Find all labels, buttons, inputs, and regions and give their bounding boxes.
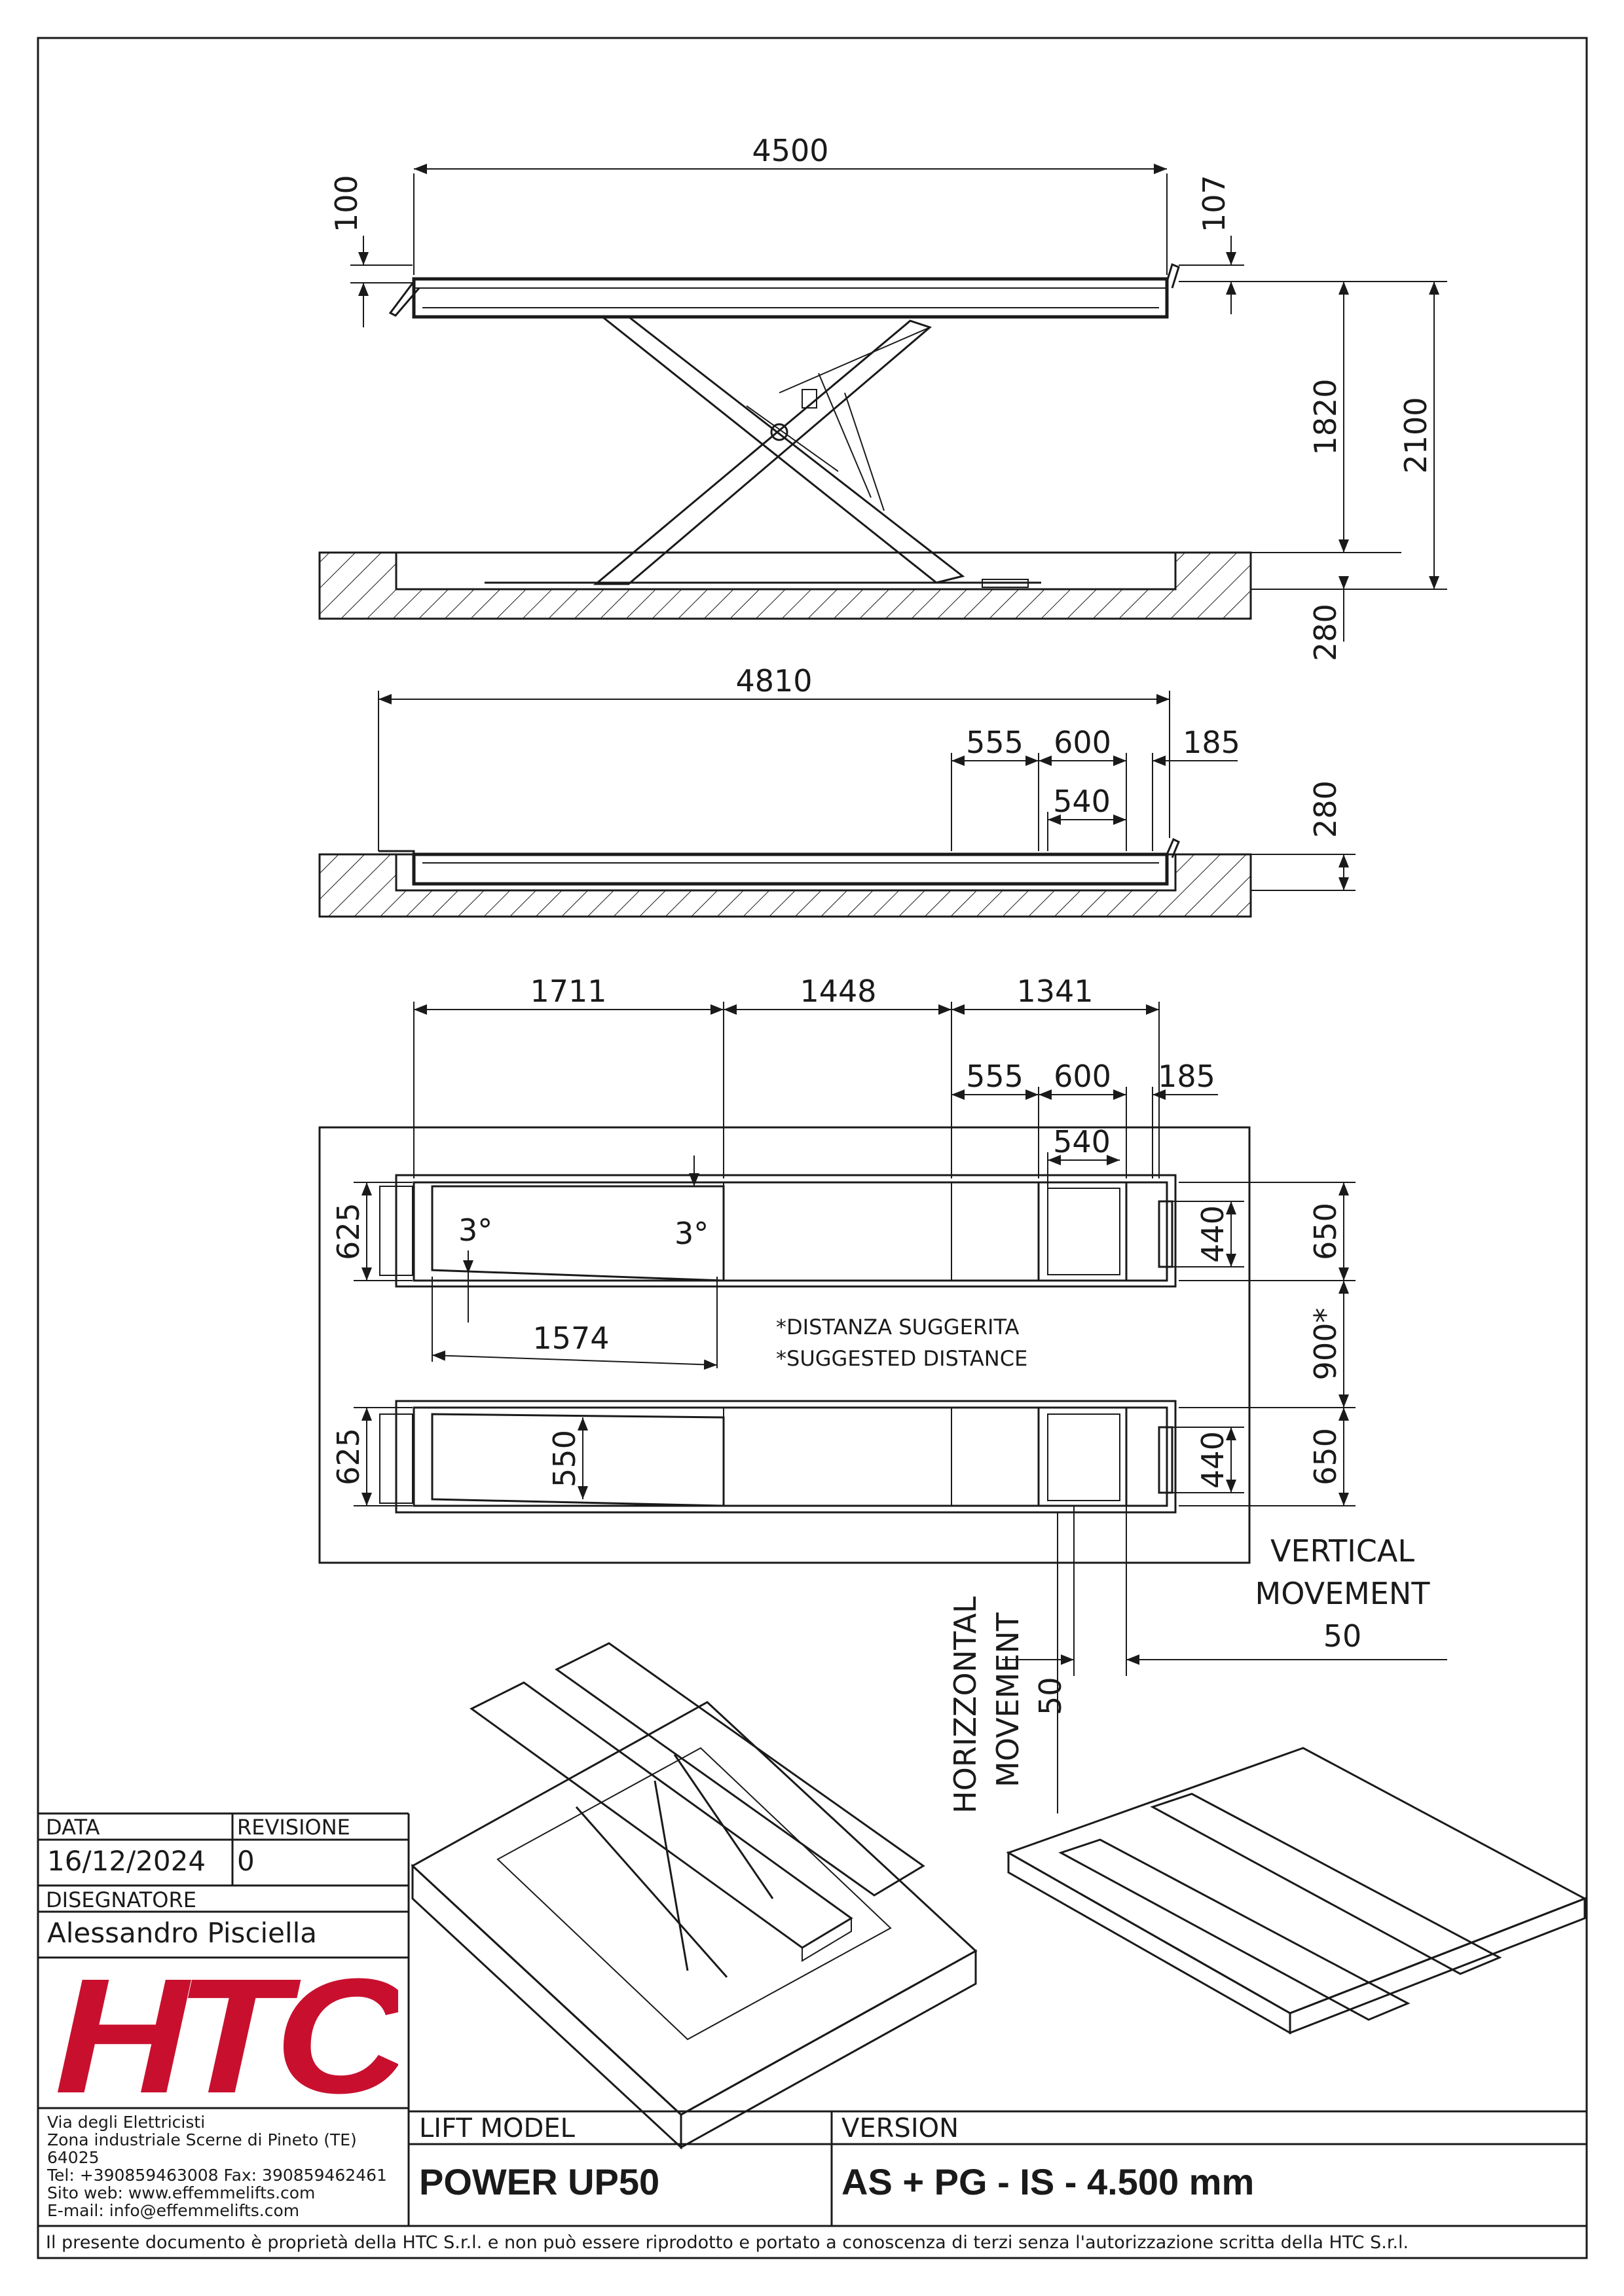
dim-540-section: 540	[1053, 784, 1111, 819]
designer-label: DISEGNATORE	[46, 1887, 196, 1912]
footer-disclaimer: Il presente documento è proprietà della …	[46, 2232, 1409, 2253]
dim-1341: 1341	[1016, 974, 1093, 1009]
dim-625-bottom: 625	[331, 1428, 366, 1485]
horizontal-movement-l1: HORIZZONTAL	[948, 1596, 983, 1813]
dim-4500: 4500	[752, 133, 828, 168]
dim-100: 100	[329, 175, 364, 232]
plan-runway-bottom	[379, 1400, 1177, 1514]
plan-view: 1711 1448 1341 555 600 185 540 625 625 3…	[318, 974, 1447, 1813]
title-block-lines	[38, 1812, 1587, 2227]
isometric-raised	[411, 1642, 978, 2150]
dim-280-section: 280	[1308, 780, 1343, 838]
horizontal-movement-l2: MOVEMENT	[990, 1612, 1025, 1787]
revision-value: 0	[237, 1845, 255, 1877]
angle-right: 3°	[674, 1216, 709, 1251]
note-suggested-it: *DISTANZA SUGGERITA	[776, 1315, 1020, 1339]
version-value: AS + PG - IS - 4.500 mm	[841, 2161, 1255, 2202]
dim-1448: 1448	[800, 974, 876, 1009]
htc-logo: HTC	[51, 1944, 422, 2127]
date-value: 16/12/2024	[47, 1845, 206, 1877]
dim-185-plan: 185	[1158, 1059, 1215, 1094]
plan-pit-outline	[318, 1126, 1251, 1564]
company-address: Via degli Elettricisti Zona industriale …	[47, 2113, 387, 2219]
section-view: 4810 555 600 185 540 280	[318, 663, 1356, 918]
dim-1574: 1574	[532, 1321, 609, 1356]
dim-625-top: 625	[331, 1203, 366, 1260]
dim-1820: 1820	[1308, 378, 1343, 455]
dim-280-side: 280	[1308, 604, 1343, 661]
address-line: Via degli Elettricisti	[47, 2113, 206, 2132]
revision-label: REVISIONE	[237, 1815, 350, 1840]
htc-logo-graphic: HTC	[54, 1944, 422, 2127]
side-platform	[412, 277, 1169, 319]
plan-runway-top	[379, 1174, 1177, 1288]
address-line: Tel: +390859463008 Fax: 390859462461	[47, 2166, 387, 2185]
dim-550: 550	[547, 1430, 582, 1487]
address-line: 64025	[47, 2148, 100, 2167]
isometric-lowered	[1006, 1747, 1587, 2035]
model-label: LIFT MODEL	[419, 2113, 575, 2143]
dim-600-plan: 600	[1054, 1059, 1111, 1094]
model-value: POWER UP50	[419, 2161, 660, 2202]
horizontal-movement-val: 50	[1033, 1677, 1068, 1715]
dim-540-plan: 540	[1053, 1124, 1111, 1159]
address-line: Zona industriale Scerne di Pineto (TE)	[47, 2130, 357, 2149]
side-view: 4500 100 107 1820 2100 280	[318, 133, 1447, 661]
note-suggested-en: *SUGGESTED DISTANCE	[776, 1346, 1027, 1371]
address-line: E-mail: info@effemmelifts.com	[47, 2201, 300, 2220]
dim-185-section: 185	[1183, 725, 1240, 760]
dim-1711: 1711	[530, 974, 606, 1009]
dim-555-plan: 555	[966, 1059, 1024, 1094]
dim-440-top: 440	[1195, 1205, 1230, 1263]
date-label: DATA	[46, 1815, 100, 1840]
section-platform	[412, 852, 1169, 886]
address-line: Sito web: www.effemmelifts.com	[47, 2183, 316, 2202]
dim-440-bottom: 440	[1195, 1431, 1230, 1489]
vertical-movement-l1: VERTICAL	[1270, 1533, 1414, 1569]
dim-107: 107	[1196, 175, 1232, 232]
dim-900: 900*	[1308, 1308, 1343, 1381]
dim-2100: 2100	[1398, 397, 1433, 473]
side-scissor	[593, 316, 965, 585]
dim-650-bottom: 650	[1308, 1428, 1343, 1485]
svg-text:HTC: HTC	[54, 1963, 398, 2107]
vertical-movement-val: 50	[1323, 1618, 1362, 1654]
dim-4810: 4810	[735, 663, 812, 699]
dim-555-section: 555	[966, 725, 1024, 760]
angle-left: 3°	[458, 1212, 492, 1248]
vertical-movement-l2: MOVEMENT	[1255, 1576, 1431, 1611]
designer-value: Alessandro Pisciella	[47, 1917, 318, 1949]
dim-600-section: 600	[1054, 725, 1111, 760]
version-label: VERSION	[841, 2113, 959, 2143]
sheet-border	[37, 37, 1588, 2259]
dim-650-top: 650	[1308, 1203, 1343, 1260]
side-pit-hatch	[318, 551, 1252, 620]
